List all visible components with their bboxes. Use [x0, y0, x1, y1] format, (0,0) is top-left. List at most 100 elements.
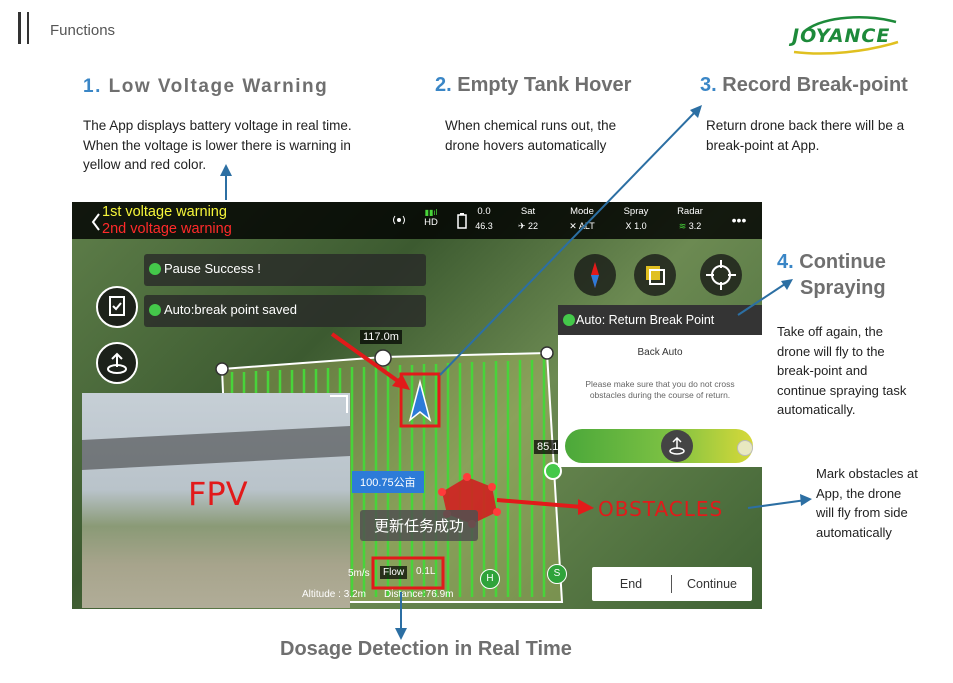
- mode-readout: Mode ✕ ALT: [560, 206, 604, 232]
- end-continue-bar: End Continue: [592, 567, 752, 601]
- button-divider: [671, 575, 672, 593]
- flow-value: 0.1L: [416, 566, 436, 577]
- pause-toast-text: Pause Success !: [164, 261, 261, 276]
- section-3-text: Return drone back there will be a break-…: [706, 116, 904, 155]
- mission-updated-toast: 更新任务成功: [360, 510, 479, 541]
- check-icon: [563, 314, 575, 326]
- compass-button[interactable]: [574, 254, 616, 296]
- section-2-number: 2.: [435, 74, 452, 96]
- section-1-title: 1. Low Voltage Warning: [83, 76, 328, 98]
- voltage-warning-2: 2nd voltage warning: [102, 221, 232, 237]
- battery-voltage: 46.3: [475, 221, 493, 231]
- check-icon: [149, 304, 161, 316]
- height-badge-2: 85.1: [534, 440, 562, 454]
- waypoint-check[interactable]: [544, 462, 562, 480]
- flow-label: Flow: [380, 566, 408, 579]
- mode-label: Mode: [570, 206, 594, 217]
- obstacle-note-line: automatically: [816, 524, 892, 540]
- section-1-text: The App displays battery voltage in real…: [83, 116, 352, 175]
- fpv-view[interactable]: FPV: [82, 393, 350, 608]
- obstacle-note-line: Mark obstacles at: [816, 466, 918, 481]
- end-button[interactable]: End: [619, 577, 643, 591]
- battery-icon: [457, 213, 467, 229]
- start-marker[interactable]: S: [547, 564, 567, 584]
- section-4-heading-2: Spraying: [800, 277, 886, 299]
- section-2-title: 2. Empty Tank Hover: [435, 74, 631, 97]
- sat-readout: Sat ✈ 22: [506, 206, 550, 232]
- signal-icon: [393, 215, 405, 225]
- spray-row: Ⅹ 1.0: [614, 221, 658, 232]
- section-2-text: When chemical runs out, the drone hovers…: [445, 116, 616, 155]
- back-chevron-icon[interactable]: [90, 212, 102, 232]
- spray-readout: Spray Ⅹ 1.0: [614, 206, 658, 232]
- radar-icon: ≋: [678, 221, 687, 231]
- return-breakpoint-panel: Auto: Return Break Point Back Auto Pleas…: [558, 305, 762, 467]
- obstacle-note: Mark obstacles at App, the drone will fl…: [816, 464, 918, 542]
- section-4-line: continue spraying task: [777, 382, 907, 398]
- drone-icon: [408, 379, 432, 423]
- pause-success-toast: Pause Success !: [144, 254, 426, 286]
- section-3-line: break-point at App.: [706, 137, 820, 153]
- section-2-heading: Empty Tank Hover: [457, 74, 632, 96]
- check-icon: [149, 263, 161, 275]
- fpv-horizon: [82, 425, 350, 471]
- spray-icon: Ⅹ: [625, 221, 632, 231]
- radar-label: Radar: [677, 206, 703, 217]
- crosshair-icon: [706, 260, 736, 290]
- slider-handle[interactable]: [661, 430, 693, 462]
- section-4-title: 4. Continue Spraying: [777, 249, 886, 301]
- speed-readout: 5m/s: [348, 568, 370, 579]
- hd-label: HD: [424, 217, 438, 228]
- layers-icon: [646, 266, 665, 285]
- sat-value: 22: [528, 221, 539, 231]
- section-3-line: Return drone back there will be a: [706, 118, 905, 133]
- hd-signal: ▮▮ıl HD: [418, 208, 444, 228]
- section-1-heading: Low Voltage Warning: [108, 76, 329, 97]
- section-1-line: The App displays battery voltage in real…: [83, 118, 352, 133]
- checklist-button[interactable]: [96, 286, 138, 328]
- sat-row: ✈ 22: [506, 221, 550, 232]
- section-4-line: Take off again, the: [777, 324, 884, 339]
- mode-value: ALT: [578, 221, 595, 231]
- height-badge: 117.0m: [360, 330, 402, 344]
- section-2-line: drone hovers automatically: [445, 137, 607, 153]
- mode-icon: ✕: [569, 221, 577, 231]
- section-4-number: 4.: [777, 251, 794, 273]
- breakpoint-toast-text: Auto:break point saved: [164, 302, 297, 317]
- takeoff-icon: [107, 352, 127, 374]
- logo-text: JOYANCE: [792, 25, 891, 47]
- obstacles-label: OBSTACLES: [598, 497, 724, 521]
- radar-row: ≋ 3.2: [668, 221, 712, 232]
- slide-title: Functions: [50, 22, 116, 39]
- home-marker[interactable]: H: [480, 569, 500, 589]
- layers-button[interactable]: [634, 254, 676, 296]
- section-2-line: When chemical runs out, the: [445, 118, 617, 133]
- slide-bar-right: [27, 12, 29, 44]
- fpv-label: FPV: [188, 475, 248, 513]
- takeoff-icon: [669, 436, 685, 455]
- satellite-icon: ✈: [517, 221, 526, 231]
- section-1-line: When the voltage is lower there is warni…: [83, 137, 351, 153]
- locate-button[interactable]: [700, 254, 742, 296]
- section-3-number: 3.: [700, 74, 717, 96]
- spray-label: Spray: [623, 206, 649, 217]
- checklist-icon: [109, 296, 125, 316]
- panel-header-text: Auto: Return Break Point: [576, 313, 715, 327]
- panel-title: Back Auto: [637, 347, 683, 358]
- section-4-line: automatically.: [777, 402, 856, 417]
- area-label: 100.75公亩: [352, 471, 424, 493]
- app-screenshot: 1st voltage warning 2nd voltage warning …: [72, 202, 762, 609]
- continue-button[interactable]: Continue: [686, 577, 738, 591]
- fpv-frame-corner: [330, 395, 348, 413]
- app-status-bar: 1st voltage warning 2nd voltage warning …: [72, 202, 762, 239]
- radar-value: 3.2: [688, 221, 702, 231]
- sat-label: Sat: [520, 206, 536, 217]
- altitude-readout: Altitude : 3.2m: [302, 589, 366, 600]
- section-3-heading: Record Break-point: [722, 74, 908, 96]
- more-menu-button[interactable]: •••: [731, 212, 747, 228]
- slide-bar-left: [18, 12, 21, 44]
- back-auto-slider[interactable]: [565, 429, 753, 463]
- takeoff-button[interactable]: [96, 342, 138, 384]
- mode-row: ✕ ALT: [560, 221, 604, 232]
- section-4-text: Take off again, the drone will fly to th…: [777, 322, 906, 420]
